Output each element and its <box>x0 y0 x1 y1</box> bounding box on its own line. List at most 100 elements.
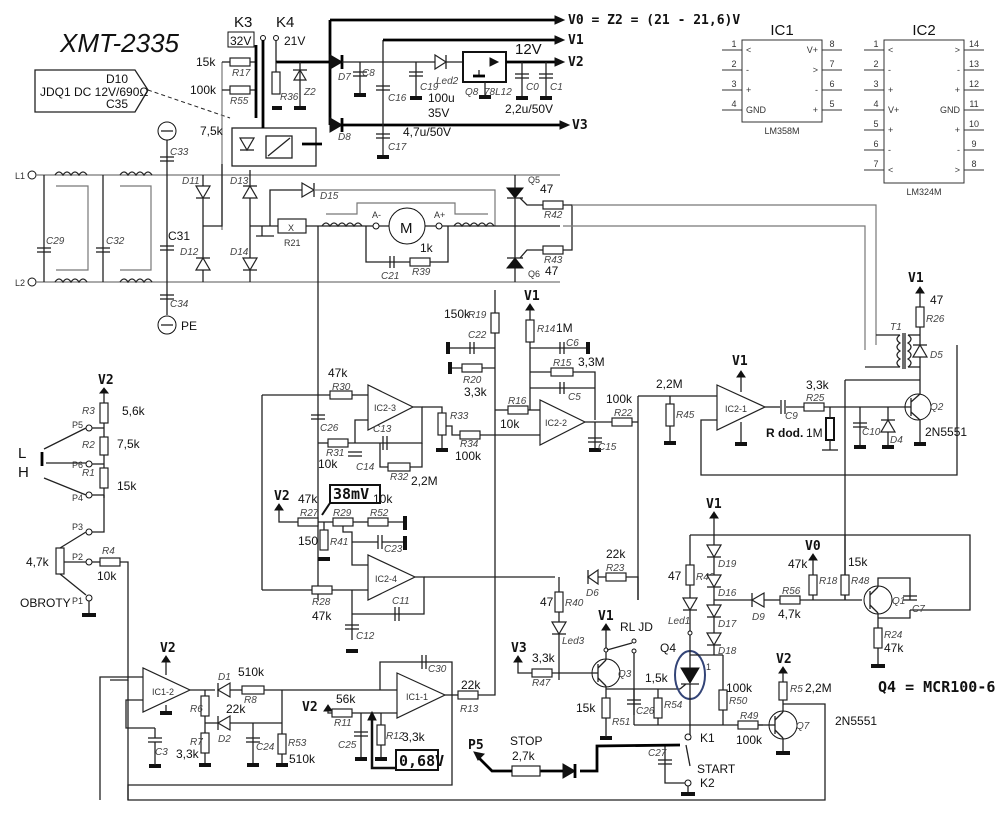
svg-text:A+: A+ <box>434 210 445 220</box>
svg-text:2,2M: 2,2M <box>656 377 683 391</box>
svg-text:47: 47 <box>545 264 559 278</box>
stop-terminal-p5[interactable]: P5 <box>468 738 484 753</box>
svg-text:R43: R43 <box>544 255 563 266</box>
opamp-ic2-2 <box>539 399 587 446</box>
start-label: START <box>697 762 736 776</box>
svg-text:R16: R16 <box>508 396 527 407</box>
svg-text:3,3M: 3,3M <box>578 355 605 369</box>
svg-text:PE: PE <box>181 319 197 333</box>
ic-pin-number: 2 <box>731 59 736 69</box>
svg-text:510k: 510k <box>289 752 316 766</box>
ic-pin-number: 1 <box>731 39 736 49</box>
svg-text:100k: 100k <box>455 449 482 463</box>
ic-pin-mark: < <box>888 45 893 55</box>
svg-text:R34: R34 <box>460 439 479 450</box>
relay-callout: D10 JDQ1 DC 12V/690Ω C35 <box>34 69 231 119</box>
svg-text:3,3k: 3,3k <box>402 730 426 744</box>
ic-pin-mark: > <box>955 45 960 55</box>
svg-text:Q8: Q8 <box>465 87 479 98</box>
svg-text:3,3k: 3,3k <box>176 747 200 761</box>
svg-text:V2: V2 <box>160 641 176 656</box>
terminal-p1[interactable] <box>85 594 93 602</box>
svg-text:7,5k: 7,5k <box>117 437 141 451</box>
rail-v2-label: V2 <box>568 55 584 70</box>
jumper-k3-label: K3 <box>234 14 252 31</box>
svg-text:47: 47 <box>540 595 554 609</box>
svg-text:Q4: Q4 <box>660 641 676 655</box>
svg-text:C30: C30 <box>428 664 447 675</box>
svg-text:R14: R14 <box>537 324 556 335</box>
motor <box>388 207 426 245</box>
svg-text:R33: R33 <box>450 411 469 422</box>
svg-text:R36: R36 <box>280 92 299 103</box>
svg-text:IC1-1: IC1-1 <box>406 692 428 702</box>
svg-text:P1: P1 <box>72 596 83 606</box>
svg-text:100k: 100k <box>606 392 633 406</box>
svg-text:15k: 15k <box>848 555 868 569</box>
svg-text:10k: 10k <box>500 417 520 431</box>
svg-text:D15: D15 <box>320 191 339 202</box>
terminal-p2[interactable] <box>85 558 93 566</box>
mains-section: L1 L2 C29 C32 C31 C33 C34 PE D11 D12 <box>15 121 877 350</box>
svg-text:C32: C32 <box>106 236 125 247</box>
svg-text:V2: V2 <box>98 373 114 388</box>
relay-contact-rljd <box>606 642 633 651</box>
k3-contact[interactable] <box>260 35 266 41</box>
svg-text:Q6: Q6 <box>528 269 540 279</box>
svg-text:D13: D13 <box>230 176 249 187</box>
svg-text:R49: R49 <box>740 711 759 722</box>
ic-pin-number: 13 <box>969 59 979 69</box>
svg-text:C12: C12 <box>356 631 375 642</box>
ic-pin-mark: GND <box>940 105 961 115</box>
svg-text:D7: D7 <box>338 72 351 83</box>
jumper-k4-label: K4 <box>276 14 294 31</box>
ic-pin-mark: - <box>957 145 960 155</box>
svg-text:T1: T1 <box>890 322 902 333</box>
ic-pin-mark: + <box>888 125 893 135</box>
svg-text:R7: R7 <box>190 737 203 748</box>
k4-contact[interactable] <box>273 35 279 41</box>
ic-pin-number: 8 <box>971 159 976 169</box>
svg-text:C26: C26 <box>636 706 655 717</box>
svg-text:LM358M: LM358M <box>764 126 799 136</box>
ic-pin-mark: + <box>955 125 960 135</box>
svg-text:10k: 10k <box>373 492 393 506</box>
speed-potentiometer[interactable] <box>55 547 65 575</box>
svg-text:D4: D4 <box>890 435 903 446</box>
svg-text:K1: K1 <box>700 731 715 745</box>
svg-text:Q1: Q1 <box>892 596 905 607</box>
terminal-p4[interactable] <box>85 491 93 499</box>
ic-pin-mark: - <box>815 85 818 95</box>
terminal-p6[interactable] <box>85 460 93 468</box>
svg-text:R54: R54 <box>664 700 683 711</box>
svg-text:47: 47 <box>930 293 944 307</box>
start-terminal-k1[interactable] <box>684 733 692 741</box>
svg-text:R18: R18 <box>819 576 838 587</box>
svg-text:1: 1 <box>706 662 711 672</box>
svg-text:2,2u/50V: 2,2u/50V <box>505 102 553 116</box>
svg-text:C10: C10 <box>862 427 881 438</box>
start-button[interactable] <box>685 744 691 767</box>
svg-text:H: H <box>18 464 29 481</box>
svg-text:V1: V1 <box>706 497 722 512</box>
svg-text:R19: R19 <box>468 310 487 321</box>
svg-text:C9: C9 <box>785 411 798 422</box>
svg-text:R27: R27 <box>300 508 319 519</box>
svg-text:V2: V2 <box>274 489 290 504</box>
svg-text:V2: V2 <box>302 700 318 715</box>
svg-text:2N5551: 2N5551 <box>925 425 967 439</box>
ic-pin-mark: < <box>888 165 893 175</box>
svg-text:C17: C17 <box>388 142 407 153</box>
start-terminal-k2[interactable] <box>684 779 692 787</box>
svg-text:IC2: IC2 <box>912 22 935 39</box>
svg-text:V1: V1 <box>524 289 540 304</box>
svg-text:V0: V0 <box>805 539 821 554</box>
terminal-p5[interactable] <box>85 424 93 432</box>
svg-text:Led3: Led3 <box>562 636 585 647</box>
terminal-p3[interactable] <box>85 528 93 536</box>
ic-pin-number: 14 <box>969 39 979 49</box>
terminal-l1[interactable] <box>27 170 37 180</box>
svg-text:L: L <box>18 445 26 462</box>
terminal-l2[interactable] <box>27 277 37 287</box>
svg-text:IC1: IC1 <box>770 22 793 39</box>
